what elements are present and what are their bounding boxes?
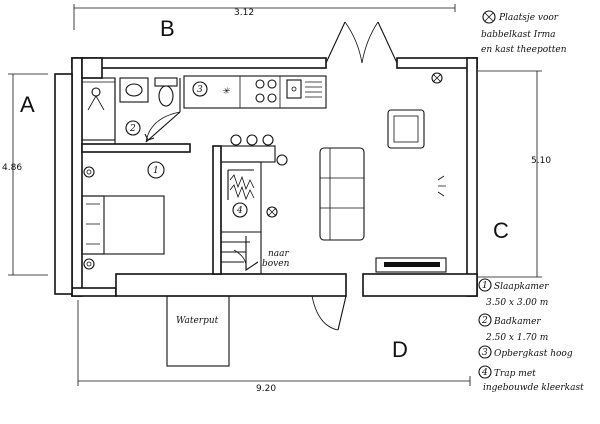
legend-item1-line1: Slaapkamer — [494, 282, 549, 292]
svg-text:3: 3 — [482, 348, 488, 358]
legend-item-1: 1 — [478, 278, 492, 292]
left-height-dimension: 4.86 — [2, 163, 22, 173]
south-door — [311, 295, 347, 331]
dimension-lines — [8, 4, 542, 386]
water-pit-label: Waterput — [176, 316, 219, 326]
living-room — [266, 72, 447, 273]
stove-icon — [255, 79, 277, 103]
bathroom-door — [144, 111, 181, 143]
legend-item2-line2: 2.50 x 1.70 m — [485, 333, 548, 343]
stairs — [220, 161, 262, 275]
water-pit — [166, 295, 230, 367]
svg-text:1: 1 — [482, 281, 488, 291]
room-marker-stairs — [232, 202, 248, 218]
bathroom — [81, 77, 178, 141]
room-marker-bedroom — [147, 161, 165, 179]
legend-item3-line1: Opbergkast hoog — [494, 349, 573, 359]
stairs-up-label-line1: naar — [268, 249, 290, 259]
right-height-dimension: 5.10 — [531, 156, 551, 166]
svg-text:4: 4 — [481, 368, 488, 378]
legend-item2-line1: Badkamer — [493, 317, 541, 327]
legend-item-3: 3 — [478, 345, 492, 359]
top-width-dimension: 3.12 — [234, 8, 254, 18]
svg-text:✳: ✳ — [222, 87, 230, 97]
legend-note-icon — [482, 10, 496, 24]
zone-a-label: A — [20, 92, 35, 117]
legend-item4-line2: ingebouwde kleerkast — [483, 383, 584, 393]
legend-item1-line2: 3.50 x 3.00 m — [486, 298, 548, 308]
legend-note-line1: Plaatsje voor — [498, 13, 559, 23]
zone-d-label: D — [392, 337, 408, 362]
room-marker-bathroom — [125, 120, 141, 136]
bottom-width-dimension: 9.20 — [256, 384, 276, 394]
dining-table — [220, 134, 288, 166]
svg-text:2: 2 — [481, 316, 488, 326]
legend-item-2: 2 — [478, 313, 492, 327]
legend-note-line2: babbelkast Irma — [481, 30, 556, 40]
legend-note-line3: en kast theepotten — [481, 45, 567, 55]
zone-c-label: C — [493, 218, 509, 243]
zone-b-label: B — [160, 16, 175, 41]
sink-icon — [286, 79, 322, 99]
room-marker-bathroom-number: 2 — [129, 124, 136, 134]
legend-item-4: 4 — [478, 365, 492, 379]
stairs-up-label-line2: boven — [262, 259, 290, 269]
legend-item4-line1: Trap met — [494, 369, 536, 379]
room-marker-stairs-number: 4 — [236, 206, 243, 216]
room-marker-bedroom-number: 1 — [153, 166, 159, 176]
bedroom — [81, 166, 165, 270]
room-marker-storage: 3 — [197, 85, 203, 95]
kitchen-counter: 3 ✳ — [183, 75, 327, 109]
entrance-double-door — [325, 21, 398, 64]
